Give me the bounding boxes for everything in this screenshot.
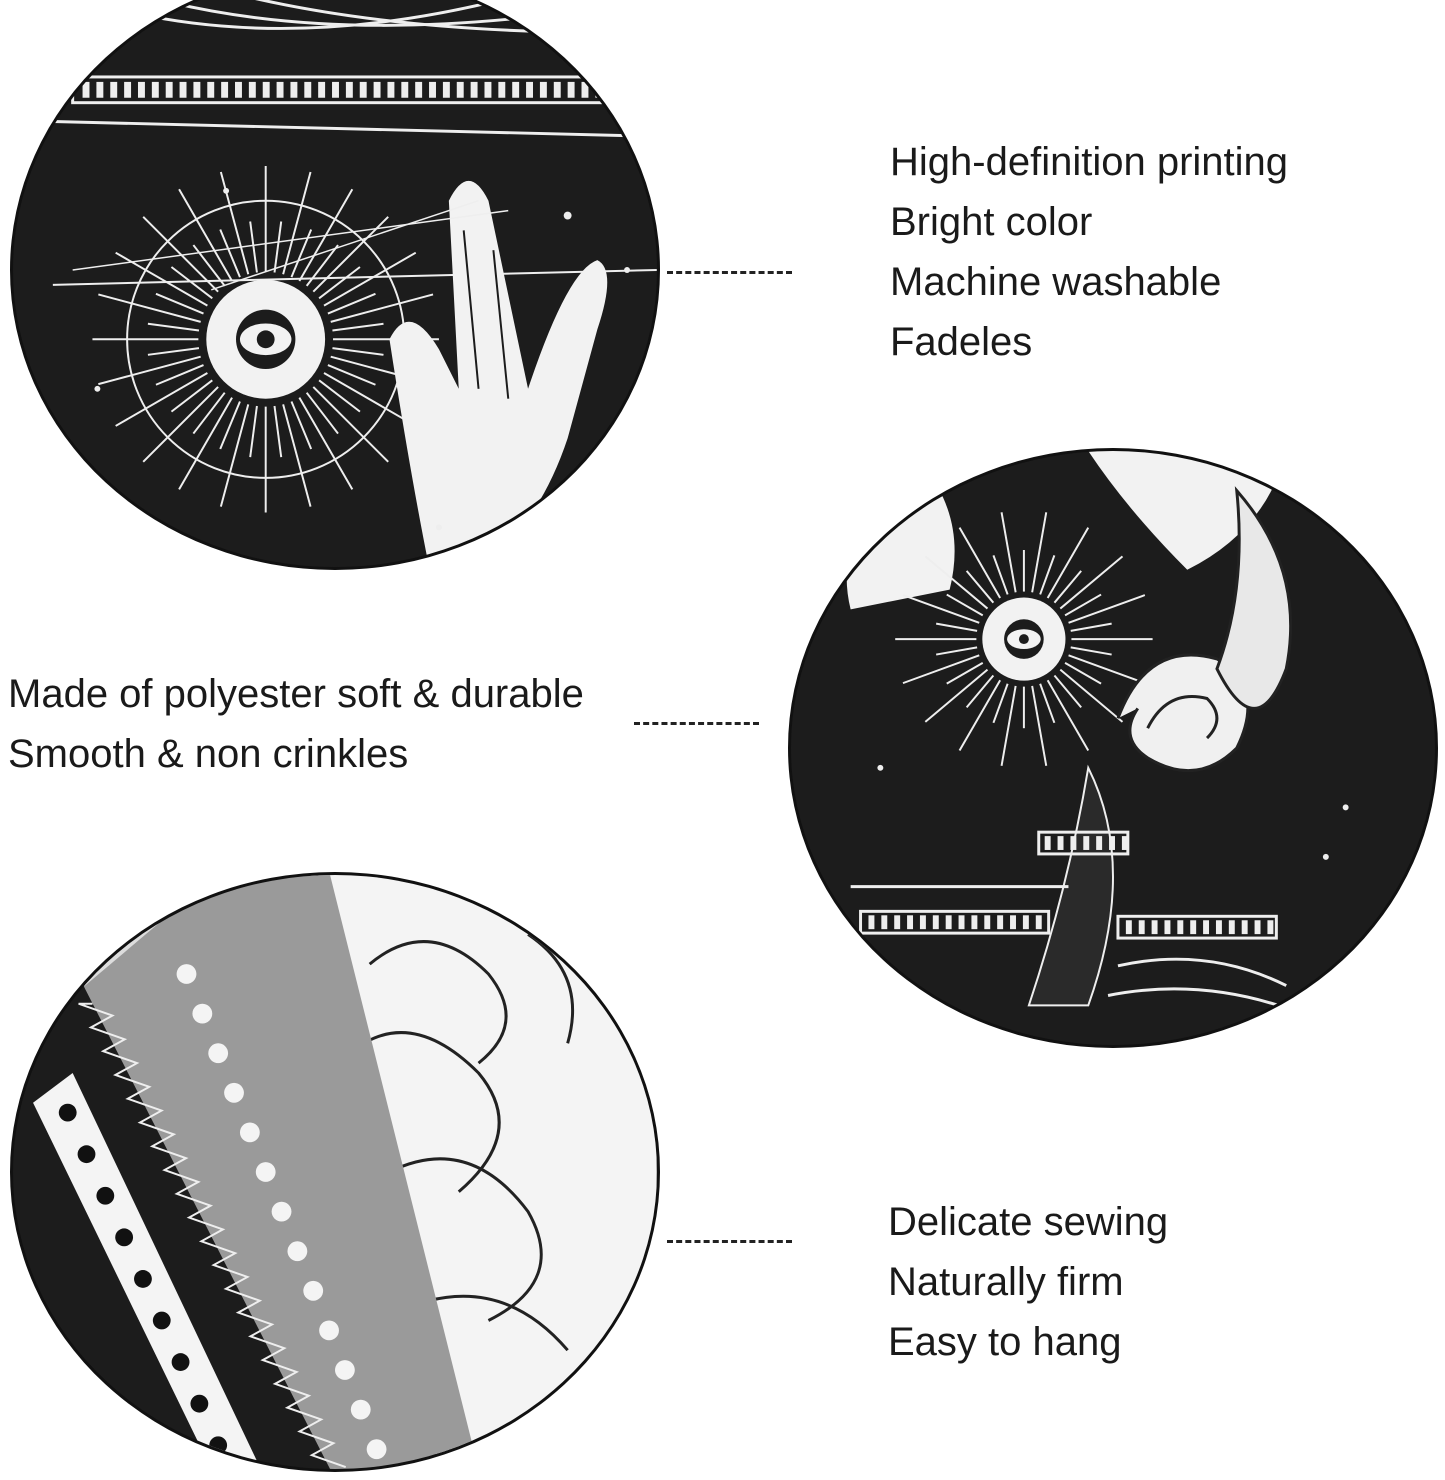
feature-item: Smooth & non crinkles (8, 732, 409, 776)
feature-item: Bright color (890, 200, 1093, 244)
hem-stitching-illustration (13, 875, 657, 1469)
connector-line-bottom (667, 1240, 792, 1243)
material-features-list: Made of polyester soft & durable Smooth … (8, 664, 584, 784)
sewing-detail-circle (10, 872, 660, 1472)
twisted-fabric-illustration (791, 451, 1435, 1045)
connector-line-middle (634, 722, 759, 725)
sewing-features-list: Delicate sewing Naturally firm Easy to h… (888, 1192, 1168, 1372)
fabric-texture-circle (788, 448, 1438, 1048)
connector-line-top (667, 271, 792, 274)
print-detail-circle (10, 0, 660, 570)
feature-item: High-definition printing (890, 140, 1289, 184)
feature-item: Fadeles (890, 320, 1033, 364)
feature-item: Delicate sewing (888, 1200, 1169, 1244)
feature-item: Made of polyester soft & durable (8, 672, 584, 716)
print-features-list: High-definition printing Bright color Ma… (890, 132, 1288, 372)
print-detail-illustration (13, 0, 657, 567)
feature-item: Easy to hang (888, 1320, 1122, 1364)
feature-item: Machine washable (890, 260, 1222, 304)
feature-item: Naturally firm (888, 1260, 1124, 1304)
